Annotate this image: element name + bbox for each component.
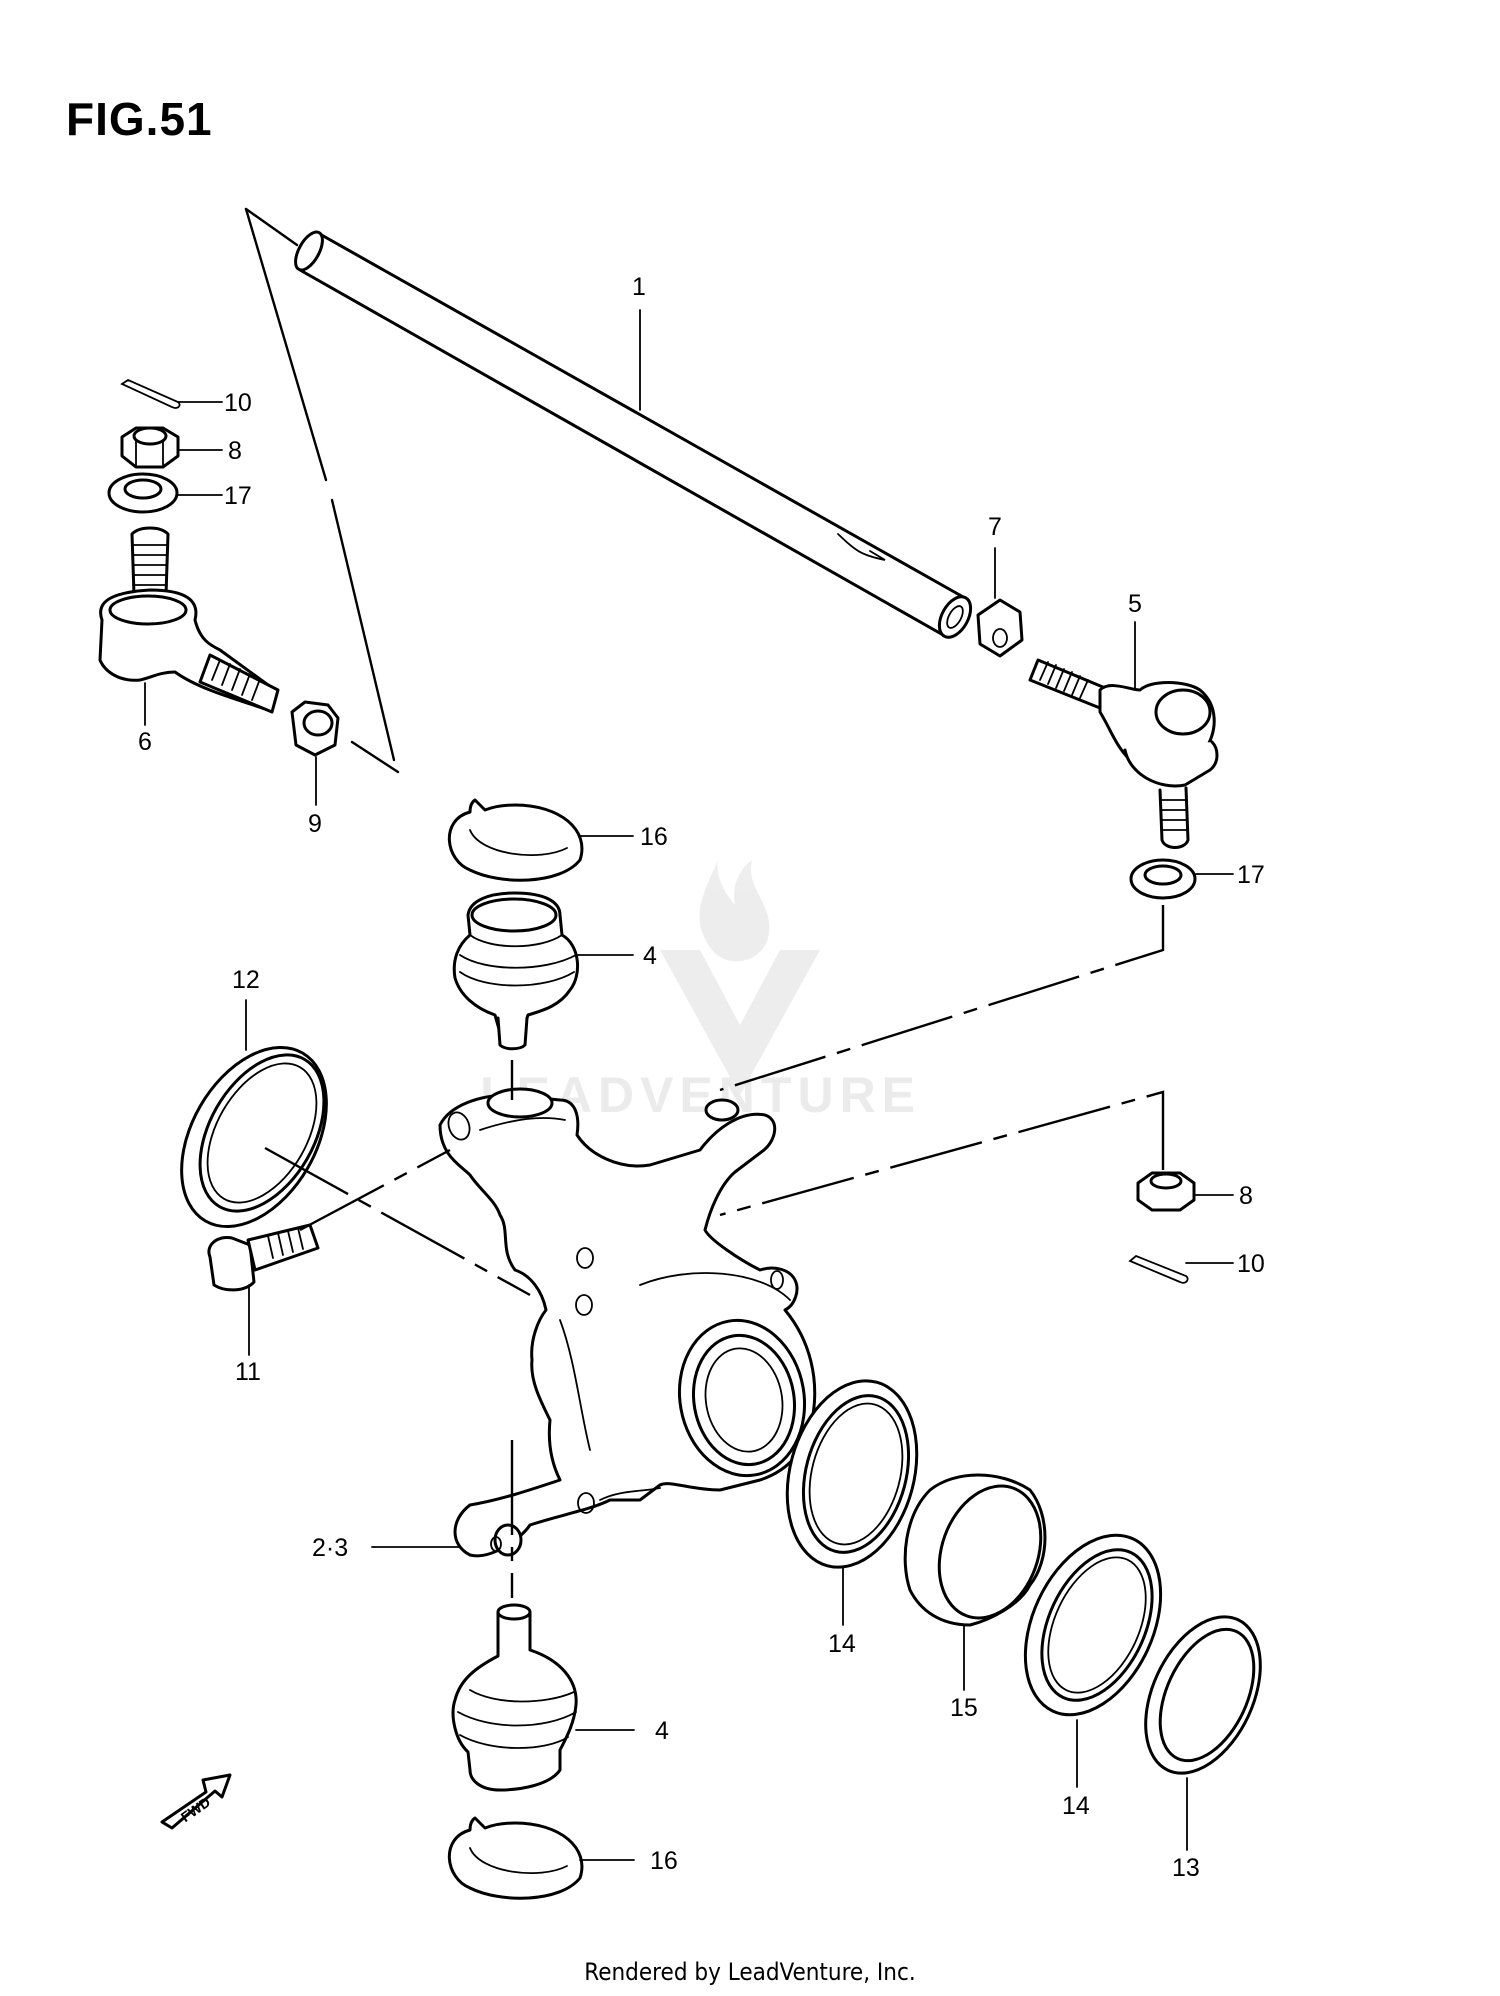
callout-16-lower: 16 xyxy=(650,1847,678,1875)
tie-rod-assembly-bracket xyxy=(244,207,400,774)
cotter-pin-left-part-10 xyxy=(120,378,181,409)
washer-left-part-17 xyxy=(107,472,179,514)
circlip-lower-part-16 xyxy=(447,1816,584,1900)
figure-title: FIG.51 xyxy=(66,93,213,145)
callout-17-left: 17 xyxy=(224,482,252,510)
tie-rod-end-right-part-5 xyxy=(1028,658,1219,849)
oil-seal-part-14-a xyxy=(785,1379,919,1569)
tie-rod-end-left-part-6 xyxy=(98,526,280,714)
callout-5: 5 xyxy=(1128,590,1142,618)
ball-joint-upper-part-4 xyxy=(452,891,580,1051)
callout-17-right: 17 xyxy=(1237,861,1265,889)
callout-13: 13 xyxy=(1172,1854,1200,1882)
callout-4-lower: 4 xyxy=(655,1717,669,1745)
lock-nut-part-7 xyxy=(976,598,1024,658)
callout-14-b: 14 xyxy=(1062,1792,1090,1820)
steering-knuckle-part-2-3 xyxy=(438,1087,817,1558)
oil-seal-large-part-12 xyxy=(180,1045,328,1229)
castle-nut-left-part-8 xyxy=(120,426,180,469)
castle-nut-right-part-8 xyxy=(1136,1171,1196,1212)
callout-11: 11 xyxy=(235,1358,261,1386)
callout-16-upper: 16 xyxy=(640,823,668,851)
callout-1: 1 xyxy=(632,273,646,301)
callout-14-a: 14 xyxy=(828,1630,856,1658)
callout-6: 6 xyxy=(138,728,152,756)
callout-labels: 1 7 5 10 8 17 6 9 16 4 17 12 8 10 11 2·3… xyxy=(138,273,1265,1882)
callout-9: 9 xyxy=(308,810,322,838)
callout-10-right: 10 xyxy=(1237,1250,1265,1278)
callout-8-left: 8 xyxy=(228,437,242,465)
callout-15: 15 xyxy=(950,1694,978,1722)
callout-leaders xyxy=(144,309,1234,1861)
callout-12: 12 xyxy=(232,966,260,994)
spacer-part-15 xyxy=(903,1473,1047,1627)
cotter-pin-right-part-10 xyxy=(1128,1254,1189,1284)
lock-nut-part-9 xyxy=(290,700,340,757)
forward-direction-arrow-icon: FWD xyxy=(160,1773,232,1830)
callout-2-3: 2·3 xyxy=(312,1534,348,1562)
washer-right-part-17 xyxy=(1129,858,1197,900)
callout-4-upper: 4 xyxy=(643,942,657,970)
bolt-part-11 xyxy=(207,1223,320,1292)
callout-10-left: 10 xyxy=(224,389,252,417)
render-credit-footer: Rendered by LeadVenture, Inc. xyxy=(584,1958,916,1986)
seal-ring-part-13 xyxy=(1144,1615,1262,1775)
callout-7: 7 xyxy=(988,513,1002,541)
ball-joint-lower-part-4 xyxy=(451,1603,578,1792)
callout-8-right: 8 xyxy=(1239,1182,1253,1210)
assembly-lines xyxy=(264,905,1165,1598)
oil-seal-part-14-b xyxy=(1023,1533,1163,1717)
circlip-upper-part-16 xyxy=(447,798,584,882)
tie-rod-part-1 xyxy=(294,230,973,639)
